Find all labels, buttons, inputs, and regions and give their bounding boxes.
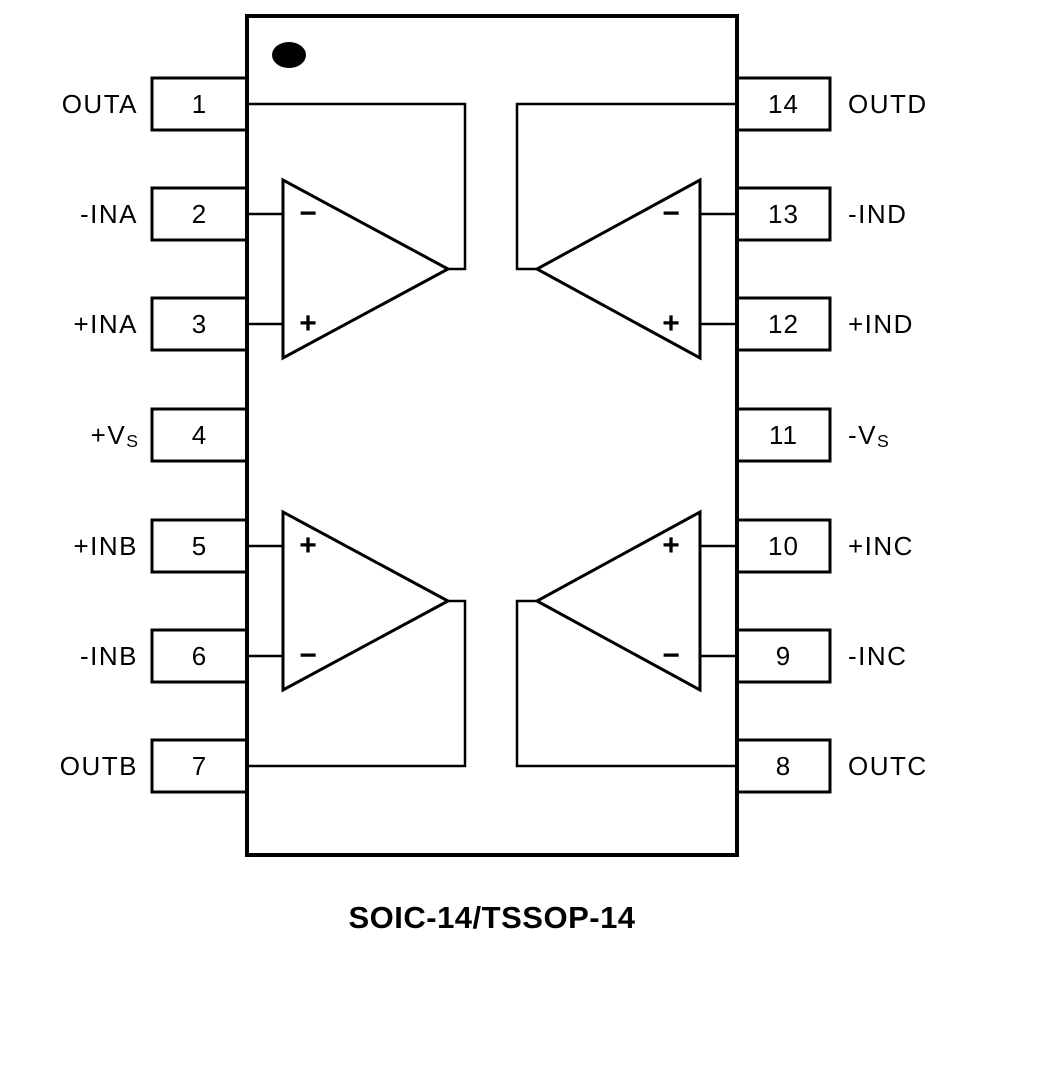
pin-number-3: 3 — [191, 308, 208, 339]
pin-label-neg-ind: -IND — [848, 188, 1038, 240]
pin-label-text: -V — [848, 419, 877, 450]
pin-number-12: 12 — [768, 308, 799, 339]
pin-label-text: +IND — [848, 308, 914, 339]
opamp-c-plus-sign: + — [662, 529, 680, 562]
pin-label-text: +V — [90, 419, 127, 450]
pin-label-outa: OUTA — [0, 78, 138, 130]
pin-box-11 — [735, 407, 832, 463]
pin-number-8: 8 — [775, 750, 792, 781]
pin-label-neg-inc: -INC — [848, 630, 1038, 682]
pin-number-14: 14 — [768, 88, 799, 119]
pin-number-13: 13 — [768, 198, 799, 229]
opamp-d-minus-sign: − — [662, 197, 680, 230]
wire-opamp-d-output-pin14 — [515, 102, 737, 271]
pin-label-outc: OUTC — [848, 740, 1038, 792]
pin-label-pos-ind: +IND — [848, 298, 1038, 350]
pin-box-4 — [150, 407, 249, 463]
opamp-a-minus-sign: − — [299, 197, 317, 230]
pin-label-text: -INC — [848, 640, 908, 671]
pin-label-pos-inc: +INC — [848, 520, 1038, 572]
wire-opamp-c-output-pin8 — [515, 599, 737, 768]
pin-label-text: OUTD — [848, 88, 928, 119]
pin-label-text: +INB — [73, 530, 138, 561]
pin-number-4: 4 — [191, 419, 208, 450]
pin-number-9: 9 — [775, 640, 792, 671]
pin-number-5: 5 — [191, 530, 208, 561]
pin-label-neg-inb: -INB — [0, 630, 138, 682]
pin-number-11: 11 — [769, 419, 798, 450]
opamp-c-triangle-icon — [533, 509, 702, 693]
opamp-b-triangle-icon — [281, 509, 452, 693]
pin-label-pos-inb: +INB — [0, 520, 138, 572]
opamp-d-plus-sign: + — [662, 307, 680, 340]
pin-number-2: 2 — [191, 198, 208, 229]
pin-number-1: 1 — [191, 88, 208, 119]
wire-opamp-a-output-pin1 — [247, 102, 467, 271]
pin1-dot-icon — [272, 42, 306, 68]
ic-body — [245, 14, 739, 857]
pin-label-text: -IND — [848, 198, 908, 229]
pin-label-pos-ina: +INA — [0, 298, 138, 350]
opamp-d-triangle-icon — [533, 177, 702, 361]
pin-label-neg-ina: -INA — [0, 188, 138, 240]
pin-label-text: OUTA — [61, 88, 138, 119]
pin-label-text: +INC — [848, 530, 914, 561]
pin-label-outb: OUTB — [0, 740, 138, 792]
opamp-b-minus-sign: − — [299, 639, 317, 672]
wire-opamp-b-output-pin7 — [247, 599, 467, 768]
pin-number-10: 10 — [768, 530, 799, 561]
opamp-c-minus-sign: − — [662, 639, 680, 672]
pin-label-outd: OUTD — [848, 78, 1038, 130]
pin-label-text: OUTB — [59, 750, 138, 781]
opamp-a-plus-sign: + — [299, 307, 317, 340]
pin-label-text: -INB — [80, 640, 138, 671]
pin-label-text: +INA — [73, 308, 138, 339]
opamp-b-plus-sign: + — [299, 529, 317, 562]
pin-label-subscript: S — [126, 430, 138, 451]
pin-label-text: OUTC — [848, 750, 928, 781]
pin-number-6: 6 — [191, 640, 208, 671]
package-caption: SOIC-14/TSSOP-14 — [348, 900, 636, 935]
pin-label-subscript: S — [877, 430, 889, 451]
pin-label-text: -INA — [80, 198, 138, 229]
pin-number-7: 7 — [191, 750, 208, 781]
opamp-a-triangle-icon — [281, 177, 452, 361]
